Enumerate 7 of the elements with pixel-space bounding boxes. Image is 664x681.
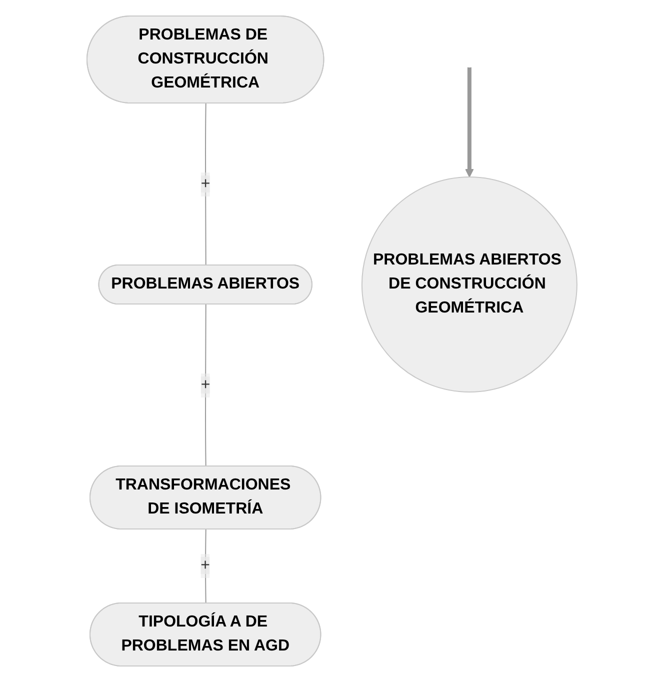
- connector: [205, 304, 206, 466]
- node-circle: PROBLEMAS ABIERTOS DE CONSTRUCCIÓN GEOMÉTRICA: [361, 176, 578, 392]
- edge-label: +: [200, 175, 210, 192]
- edge-label: +: [200, 376, 210, 393]
- edge-label: +: [200, 556, 210, 574]
- connector: [205, 102, 206, 266]
- arrow: [465, 66, 474, 177]
